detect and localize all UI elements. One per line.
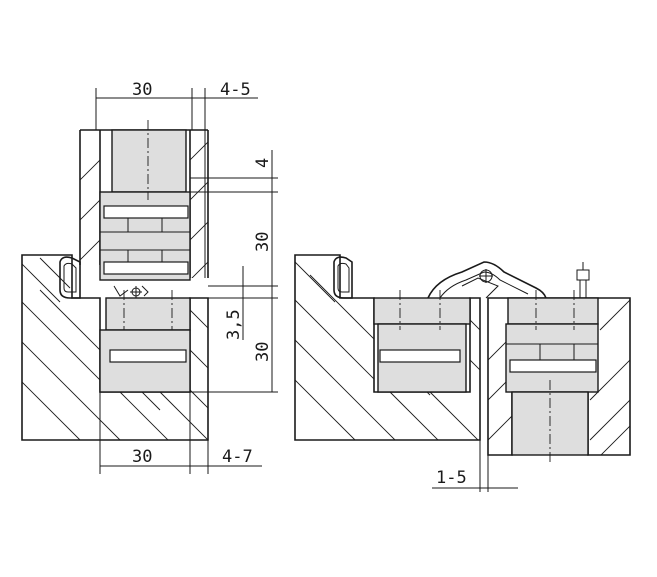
upper-hinge-body — [99, 120, 191, 281]
dimension-right-gap: 1-5 — [432, 440, 518, 492]
seal-profile-right — [333, 256, 353, 299]
dimension-label-top-width: 30 — [132, 80, 152, 100]
dimension-label-upper-height: 30 — [253, 232, 273, 252]
seal-profile-left — [59, 256, 81, 299]
dimension-label-clearance: 3,5 — [224, 309, 244, 340]
dimension-verticals — [190, 150, 278, 393]
right-view-wall-hinge — [373, 290, 471, 393]
dimension-bottom-width: 30 — [99, 392, 191, 474]
right-wall — [294, 254, 481, 441]
right-view: 1-5 — [294, 254, 631, 492]
left-view: 30 4-5 4 30 3,5 30 30 — [21, 80, 278, 474]
right-view-door-hinge — [505, 290, 599, 462]
dimension-label-lower-height: 30 — [253, 342, 273, 362]
dimension-label-top-gap: 4-5 — [220, 80, 251, 100]
dimension-label-bottom-gap: 4-7 — [222, 447, 253, 467]
dimension-top-width: 30 — [95, 80, 193, 130]
pivot-detail-left — [113, 285, 149, 298]
hinge-linkage-arm — [427, 261, 547, 299]
adjusting-screw — [576, 262, 590, 298]
right-wall-hatching — [295, 261, 480, 440]
lower-hinge-body — [99, 290, 191, 393]
dimension-label-right-gap: 1-5 — [436, 468, 467, 488]
dimension-label-bottom-width: 30 — [132, 447, 152, 467]
dimension-label-offset: 4 — [253, 158, 273, 168]
dimension-top-gap: 4-5 — [192, 80, 258, 278]
dimension-bottom-gap: 4-7 — [190, 440, 262, 474]
